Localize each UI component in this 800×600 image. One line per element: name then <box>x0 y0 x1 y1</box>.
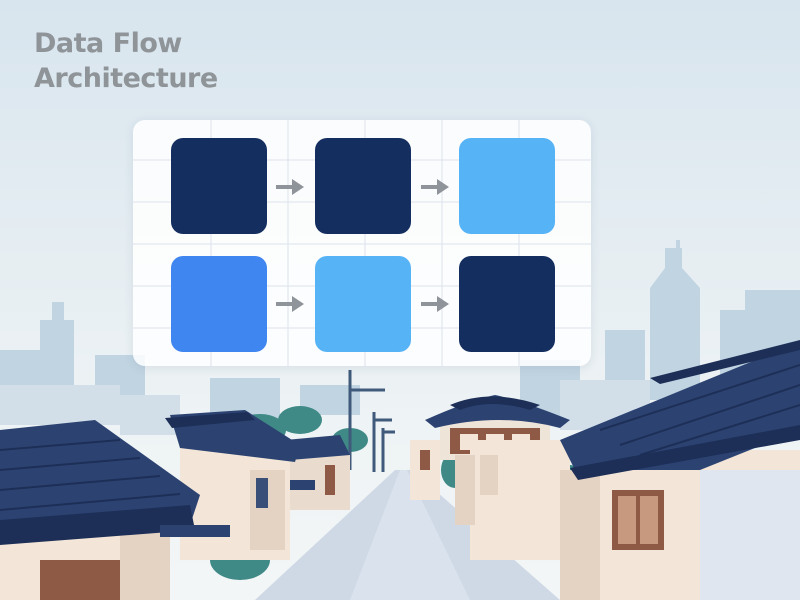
left-houses <box>0 410 350 600</box>
flow-node <box>315 256 411 352</box>
right-houses <box>410 340 800 600</box>
arrow-right-icon <box>421 296 449 312</box>
flow-node <box>171 256 267 352</box>
arrow-right-icon <box>276 179 304 195</box>
title-line-2: Architecture <box>34 63 218 94</box>
title-line-1: Data Flow <box>34 28 182 59</box>
arrow-right-icon <box>276 296 304 312</box>
road <box>255 470 560 600</box>
flow-node <box>171 138 267 234</box>
page-title: Data Flow Architecture <box>34 26 218 96</box>
street-lamps <box>348 370 395 472</box>
arrow-right-icon <box>421 179 449 195</box>
flow-node <box>459 256 555 352</box>
flow-diagram-panel <box>133 120 591 366</box>
flow-node <box>459 138 555 234</box>
flow-node <box>315 138 411 234</box>
